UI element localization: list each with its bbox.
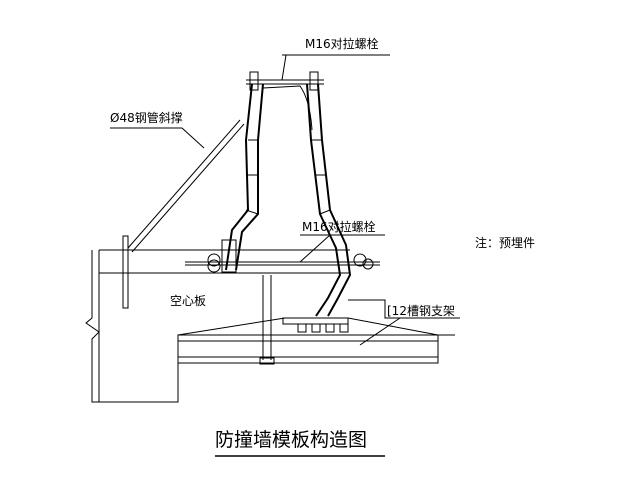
formwork-left-panel <box>221 83 264 273</box>
drawing-title: 防撞墙模板构造图 <box>215 429 367 451</box>
note-label: 注：预埋件 <box>475 235 535 250</box>
slab-label: 空心板 <box>170 294 206 308</box>
mid-bolt-label: M16对拉螺栓 <box>302 219 376 234</box>
steel-pipe-brace <box>110 119 245 309</box>
channel-label: [12槽钢支架 <box>387 304 455 318</box>
middle-tie-bolt <box>185 234 380 273</box>
vertical-anchor-bolt <box>259 275 275 365</box>
brace-label: Ø48钢管斜撑 <box>110 110 183 125</box>
leaders <box>282 54 460 346</box>
top-tie-bolt <box>246 54 324 91</box>
embedded-plate <box>282 317 349 333</box>
top-bolt-label: M16对拉螺栓 <box>305 36 379 51</box>
formwork-right-panel <box>262 83 352 317</box>
channel-steel-support <box>177 317 439 364</box>
